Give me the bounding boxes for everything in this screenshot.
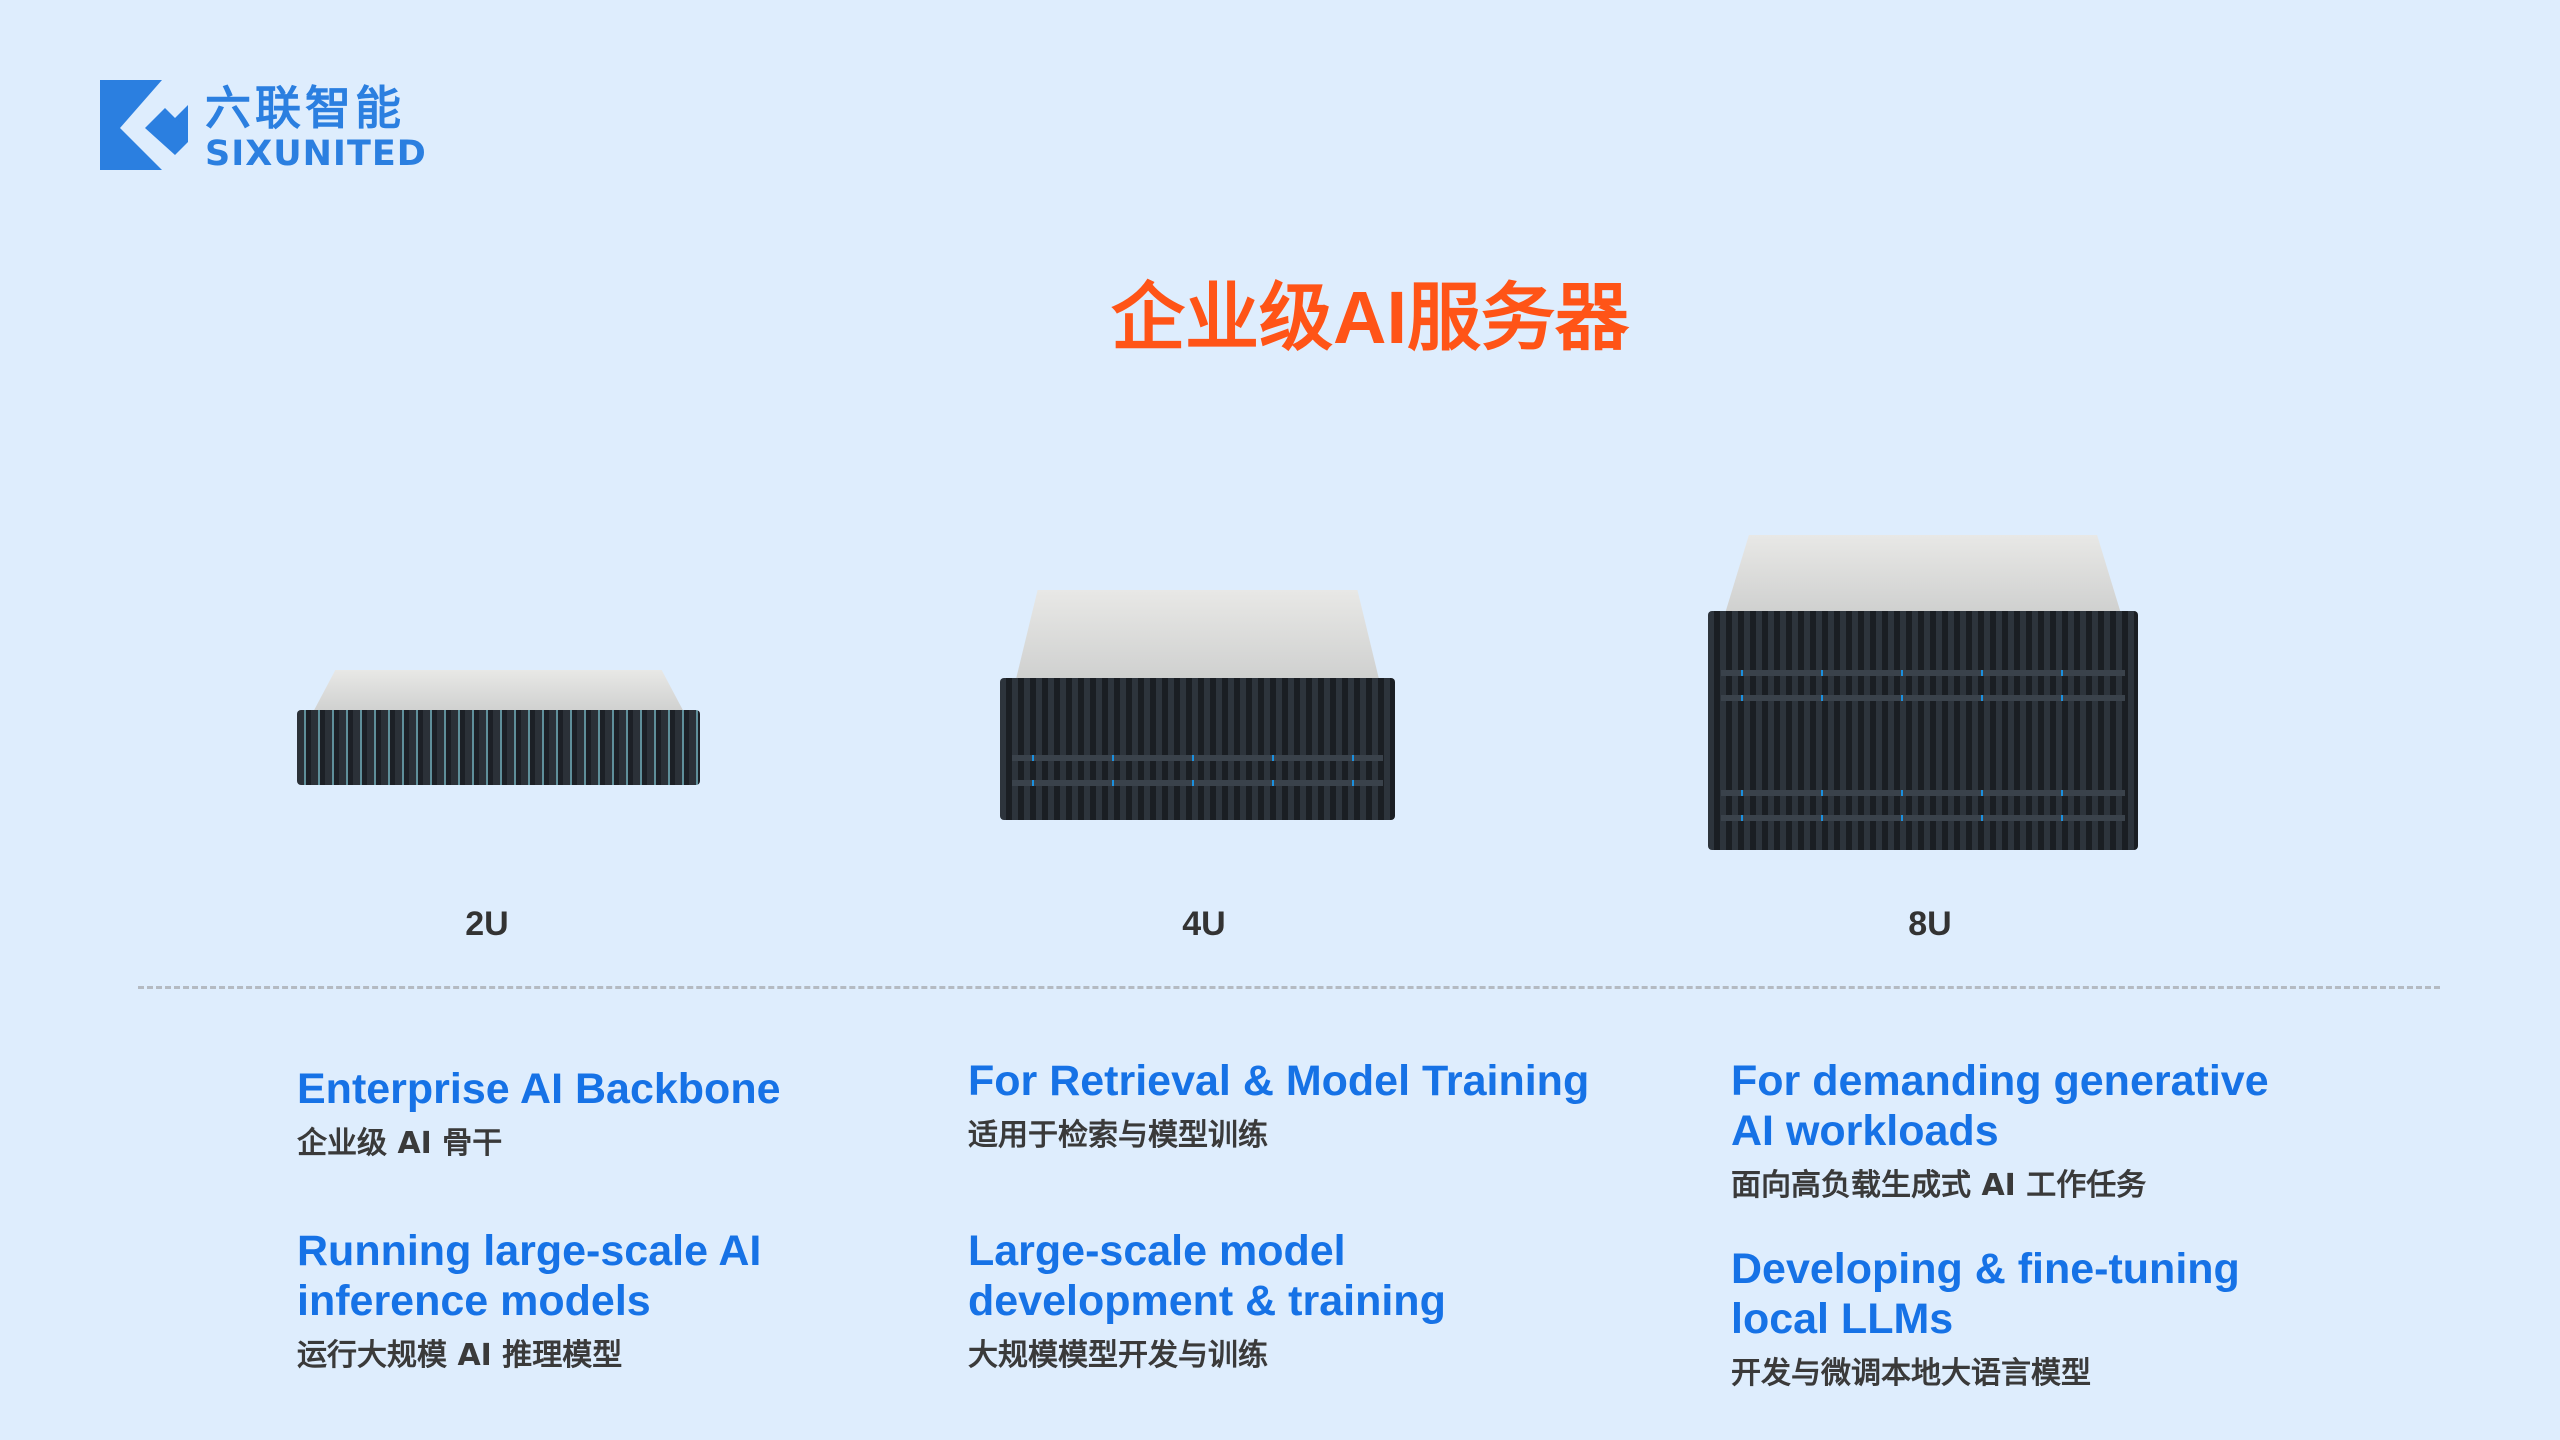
dashed-divider bbox=[138, 986, 2440, 989]
server-label-8u: 8U bbox=[1908, 905, 1952, 943]
feature-block: For Retrieval & Model Training 适用于检索与模型训… bbox=[968, 1056, 1589, 1154]
sixunited-logo-icon bbox=[100, 80, 188, 170]
feature-subtitle: 大规模模型开发与训练 bbox=[968, 1338, 1268, 1373]
server-2u-image bbox=[297, 670, 700, 785]
feature-heading: Enterprise AI Backbone bbox=[297, 1065, 781, 1113]
feature-block: Developing & fine-tuning local LLMs 开发与微… bbox=[1731, 1244, 2269, 1392]
server-8u-image bbox=[1708, 535, 2138, 850]
feature-subtitle: 运行大规模 AI 推理模型 bbox=[297, 1338, 623, 1373]
feature-subtitle: 开发与微调本地大语言模型 bbox=[1731, 1356, 2091, 1391]
page-title: 企业级AI服务器 bbox=[1111, 276, 1629, 359]
server-4u-image bbox=[1000, 590, 1395, 820]
feature-block: For demanding generative AI workloads 面向… bbox=[1731, 1056, 2269, 1204]
column-8u: For demanding generative AI workloads 面向… bbox=[1731, 1056, 2269, 1430]
feature-heading: local LLMs bbox=[1731, 1295, 1954, 1343]
feature-heading: For Retrieval & Model Training bbox=[968, 1057, 1590, 1105]
logo-english-name: SIXUNITED bbox=[205, 134, 427, 174]
column-2u: Enterprise AI Backbone 企业级 AI 骨干 Running… bbox=[297, 1064, 781, 1412]
feature-heading: AI workloads bbox=[1731, 1107, 1999, 1155]
logo-chinese-name: 六联智能 bbox=[205, 81, 405, 135]
feature-block: Large-scale model development & training… bbox=[968, 1226, 1589, 1374]
feature-subtitle: 适用于检索与模型训练 bbox=[968, 1118, 1268, 1153]
feature-block: Running large-scale AI inference models … bbox=[297, 1226, 781, 1374]
feature-block: Enterprise AI Backbone 企业级 AI 骨干 bbox=[297, 1064, 781, 1162]
server-label-2u: 2U bbox=[465, 905, 509, 943]
feature-heading: Developing & fine-tuning bbox=[1731, 1245, 2240, 1293]
feature-heading: Large-scale model bbox=[968, 1227, 1346, 1275]
feature-subtitle: 企业级 AI 骨干 bbox=[297, 1126, 503, 1161]
column-4u: For Retrieval & Model Training 适用于检索与模型训… bbox=[968, 1056, 1589, 1412]
feature-heading: For demanding generative bbox=[1731, 1057, 2269, 1105]
feature-subtitle: 面向高负载生成式 AI 工作任务 bbox=[1731, 1168, 2147, 1203]
feature-heading: development & training bbox=[968, 1277, 1446, 1325]
feature-heading: Running large-scale AI bbox=[297, 1227, 762, 1275]
feature-heading: inference models bbox=[297, 1277, 651, 1325]
server-label-4u: 4U bbox=[1182, 905, 1226, 943]
